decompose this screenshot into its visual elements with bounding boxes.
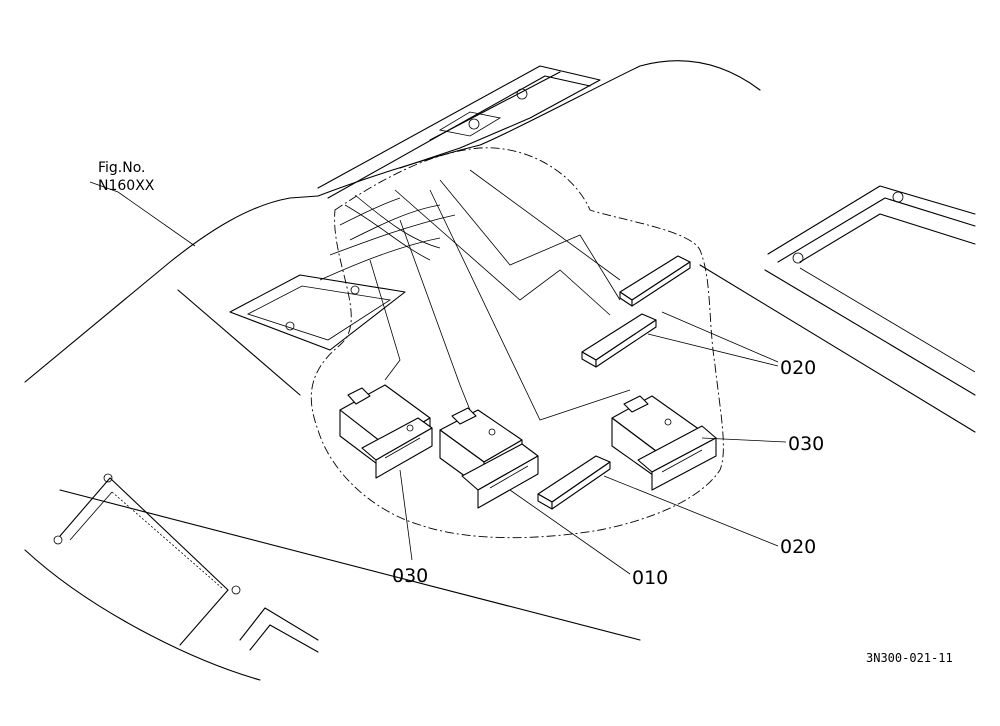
leader-lines — [89, 181, 787, 575]
callout-020-lower: 020 — [780, 536, 816, 558]
main-body-outline — [24, 60, 761, 681]
upper-frame — [317, 65, 601, 199]
pad-020-upper-b — [581, 313, 657, 368]
right-panel — [699, 185, 976, 433]
left-hatch-panel — [53, 473, 319, 653]
callout-010: 010 — [632, 567, 668, 589]
wiring-harness — [319, 169, 631, 421]
fig-label-line1: Fig.No. — [98, 160, 146, 176]
switch-030-right — [611, 395, 717, 491]
callout-030-left: 030 — [392, 565, 428, 587]
switch-010 — [439, 407, 539, 509]
fig-label-line2: N160XX — [98, 178, 155, 194]
drawing-reference: 3N300-021-11 — [866, 651, 953, 665]
switch-030-left — [339, 384, 433, 479]
pad-020-lower — [537, 455, 611, 510]
rear-bracket — [229, 274, 406, 351]
detail-enclosure — [310, 147, 724, 539]
pad-020-upper-a — [619, 255, 691, 307]
callout-030-right: 030 — [788, 433, 824, 455]
callout-020-upper: 020 — [780, 357, 816, 379]
